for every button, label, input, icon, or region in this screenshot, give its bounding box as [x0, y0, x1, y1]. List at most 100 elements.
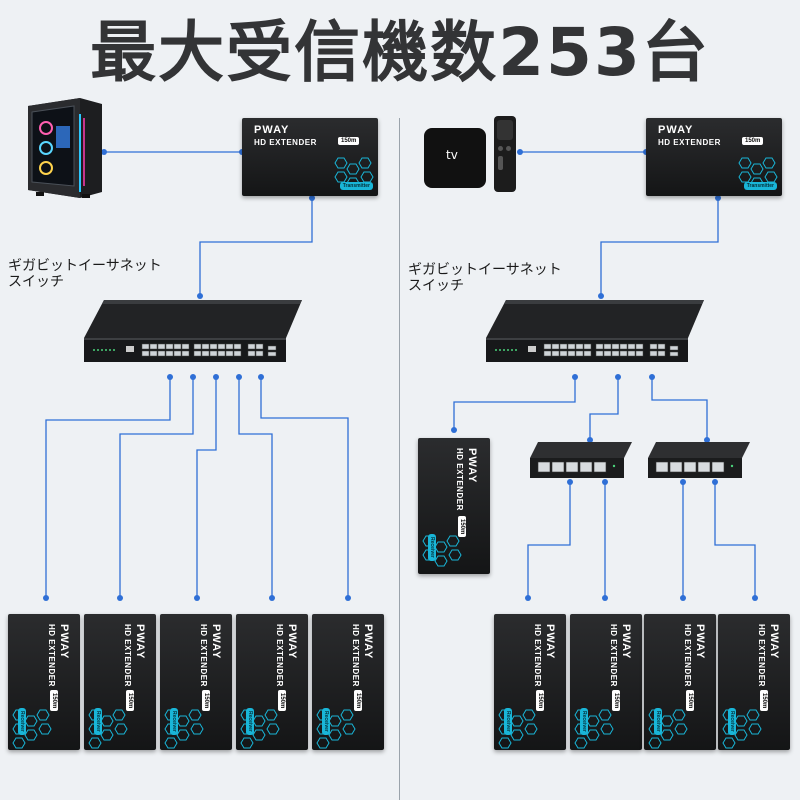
receiver-right-1: PWAY HD EXTENDER 150m Receiver — [494, 614, 566, 750]
brand-label: PWAY — [694, 624, 706, 660]
receiver-left-5: PWAY HD EXTENDER 150m Receiver — [312, 614, 384, 750]
wire-sw-r2 — [119, 378, 194, 598]
brand-label: PWAY — [254, 124, 290, 136]
receiver-tag: Receiver — [94, 708, 102, 735]
wire-dot — [615, 374, 621, 380]
switch-label-line1: ギガビットイーサネット — [408, 262, 562, 278]
wire-transmitter-to-switch-left — [199, 198, 313, 296]
receiver-right-4: PWAY HD EXTENDER 150m Receiver — [718, 614, 790, 750]
model-label: HD EXTENDER — [683, 624, 692, 687]
wire-dot — [752, 595, 758, 601]
brand-label: PWAY — [210, 624, 222, 660]
switch-label-line1: ギガビットイーサネット — [8, 258, 162, 274]
wire-sw-small-switch-1 — [589, 378, 619, 440]
wire-dot — [190, 374, 196, 380]
receiver-right-3: PWAY HD EXTENDER 150m Receiver — [644, 614, 716, 750]
small-switch-1-icon — [530, 442, 632, 478]
transmitter-right: PWAY HD EXTENDER 150m Transmitter — [646, 118, 782, 196]
wire-dot — [101, 149, 107, 155]
wire-sw-r4 — [238, 378, 273, 598]
hexagon-pattern-icon — [88, 709, 128, 749]
wire-dot — [525, 595, 531, 601]
hexagon-pattern-icon — [422, 535, 462, 567]
brand-label: PWAY — [134, 624, 146, 660]
model-label: HD EXTENDER — [47, 624, 56, 687]
model-label: HD EXTENDER — [757, 624, 766, 687]
wire-dot — [712, 479, 718, 485]
receiver-right-2: PWAY HD EXTENDER 150m Receiver — [570, 614, 642, 750]
wire-dot — [587, 437, 593, 443]
wire-dot — [602, 479, 608, 485]
brand-label: PWAY — [658, 124, 694, 136]
wire-dot — [269, 595, 275, 601]
wire-dot — [704, 437, 710, 443]
hexagon-pattern-icon — [498, 709, 538, 749]
receiver-tag: Receiver — [428, 534, 436, 561]
model-label: HD EXTENDER — [275, 624, 284, 687]
transmitter-left: PWAY HD EXTENDER 150m Transmitter — [242, 118, 378, 196]
wire-dot — [715, 195, 721, 201]
wire-dot — [602, 595, 608, 601]
wire-dot — [567, 479, 573, 485]
transmitter-tag: Transmitter — [743, 182, 777, 190]
wire-ss1-r1 — [527, 482, 571, 598]
model-label: HD EXTENDER — [199, 624, 208, 687]
receiver-tag: Receiver — [654, 708, 662, 735]
pc-tower-icon — [28, 98, 102, 198]
wire-sw-vertical-receiver — [453, 378, 576, 430]
wire-dot — [649, 374, 655, 380]
hexagon-pattern-icon — [574, 709, 614, 749]
remote-icon — [494, 116, 516, 192]
model-label: HD EXTENDER — [658, 138, 721, 147]
hexagon-pattern-icon — [164, 709, 204, 749]
brand-label: PWAY — [620, 624, 632, 660]
model-label: HD EXTENDER — [455, 448, 464, 511]
gigabit-switch-left-icon — [84, 300, 302, 362]
receiver-tag: Receiver — [18, 708, 26, 735]
hexagon-pattern-icon — [12, 709, 52, 749]
wire-dot — [598, 293, 604, 299]
model-label: HD EXTENDER — [351, 624, 360, 687]
receiver-tag: Receiver — [246, 708, 254, 735]
receiver-left-1: PWAY HD EXTENDER 150m Receiver — [8, 614, 80, 750]
wire-sw-r3 — [196, 378, 217, 598]
wire-dot — [236, 374, 242, 380]
switch-label-right: ギガビットイーサネット スイッチ — [408, 262, 562, 294]
receiver-left-2: PWAY HD EXTENDER 150m Receiver — [84, 614, 156, 750]
brand-label: PWAY — [544, 624, 556, 660]
wire-dot — [213, 374, 219, 380]
hexagon-pattern-icon — [316, 709, 356, 749]
receiver-tag: Receiver — [170, 708, 178, 735]
hexagon-pattern-icon — [240, 709, 280, 749]
page-title: 最大受信機数253台 — [90, 14, 710, 91]
wire-dot — [258, 374, 264, 380]
switch-label-line2: スイッチ — [408, 278, 464, 294]
wire-dot — [194, 595, 200, 601]
brand-label: PWAY — [466, 448, 478, 484]
receiver-tag: Receiver — [504, 708, 512, 735]
model-label: HD EXTENDER — [123, 624, 132, 687]
gigabit-switch-right-icon — [486, 300, 704, 362]
switch-label-left: ギガビットイーサネット スイッチ — [8, 258, 162, 290]
wire-dot — [517, 149, 523, 155]
brand-label: PWAY — [286, 624, 298, 660]
transmitter-tag: Transmitter — [339, 182, 373, 190]
distance-tag: 150m — [742, 137, 764, 145]
hexagon-pattern-icon — [722, 709, 762, 749]
hexagon-pattern-icon — [648, 709, 688, 749]
receiver-tag: Receiver — [728, 708, 736, 735]
wire-ss2-r2 — [714, 482, 756, 598]
wire-dot — [451, 427, 457, 433]
receiver-left-4: PWAY HD EXTENDER 150m Receiver — [236, 614, 308, 750]
wire-dot — [572, 374, 578, 380]
wire-dot — [680, 479, 686, 485]
wire-dot — [117, 595, 123, 601]
small-switch-2-icon — [648, 442, 750, 478]
wire-dot — [43, 595, 49, 601]
receiver-tag: Receiver — [580, 708, 588, 735]
wire-sw-small-switch-2 — [651, 378, 708, 440]
tv-logo: tv — [446, 148, 458, 162]
wire-dot — [167, 374, 173, 380]
brand-label: PWAY — [58, 624, 70, 660]
